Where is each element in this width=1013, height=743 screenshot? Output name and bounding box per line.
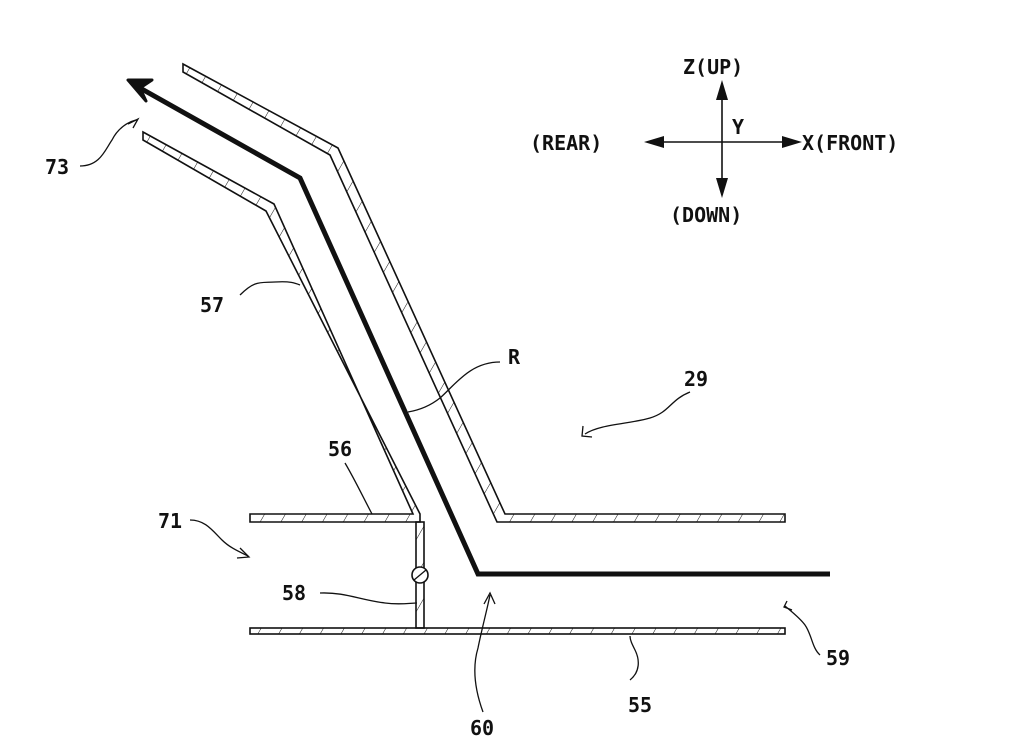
arrowhead-59 <box>783 600 793 611</box>
label-60: 60 <box>470 716 494 740</box>
arrowhead-71 <box>236 547 251 559</box>
leader-59 <box>784 605 821 656</box>
route-line-r <box>138 85 830 577</box>
arrowhead-73 <box>127 117 140 129</box>
leader-56 <box>344 462 373 515</box>
axis-label-up: Z(UP) <box>683 55 743 79</box>
label-58: 58 <box>282 581 306 605</box>
leader-60 <box>474 594 491 713</box>
label-73: 73 <box>45 155 69 179</box>
arrowhead-29 <box>581 425 593 438</box>
label-57: 57 <box>200 293 224 317</box>
label-71: 71 <box>158 509 182 533</box>
axis-label-y: Y <box>732 115 744 139</box>
label-55: 55 <box>628 693 652 717</box>
arrow-right-icon <box>782 136 802 148</box>
leader-29 <box>584 391 691 435</box>
lower-plate-55 <box>249 627 786 635</box>
axis-label-front: X(FRONT) <box>802 131 898 155</box>
front-duct-wall <box>182 62 786 523</box>
label-r: R <box>508 345 521 369</box>
axis-label-rear: (REAR) <box>530 131 602 155</box>
axis-label-down: (DOWN) <box>670 203 742 227</box>
leader-58 <box>319 592 418 605</box>
leader-71 <box>189 519 249 557</box>
label-56: 56 <box>328 437 352 461</box>
partition-58 <box>411 521 429 629</box>
label-59: 59 <box>826 646 850 670</box>
leader-57 <box>239 281 301 296</box>
arrow-down-icon <box>716 178 728 198</box>
axis-indicator <box>644 80 802 198</box>
label-29: 29 <box>684 367 708 391</box>
leader-73 <box>79 119 137 167</box>
arrow-up-icon <box>716 80 728 100</box>
arrow-left-icon <box>644 136 664 148</box>
leader-r <box>407 361 501 413</box>
route-arrowhead <box>126 78 154 103</box>
rear-duct-wall-57 <box>142 130 421 523</box>
leader-55 <box>629 635 639 681</box>
arrowhead-60 <box>483 591 496 605</box>
